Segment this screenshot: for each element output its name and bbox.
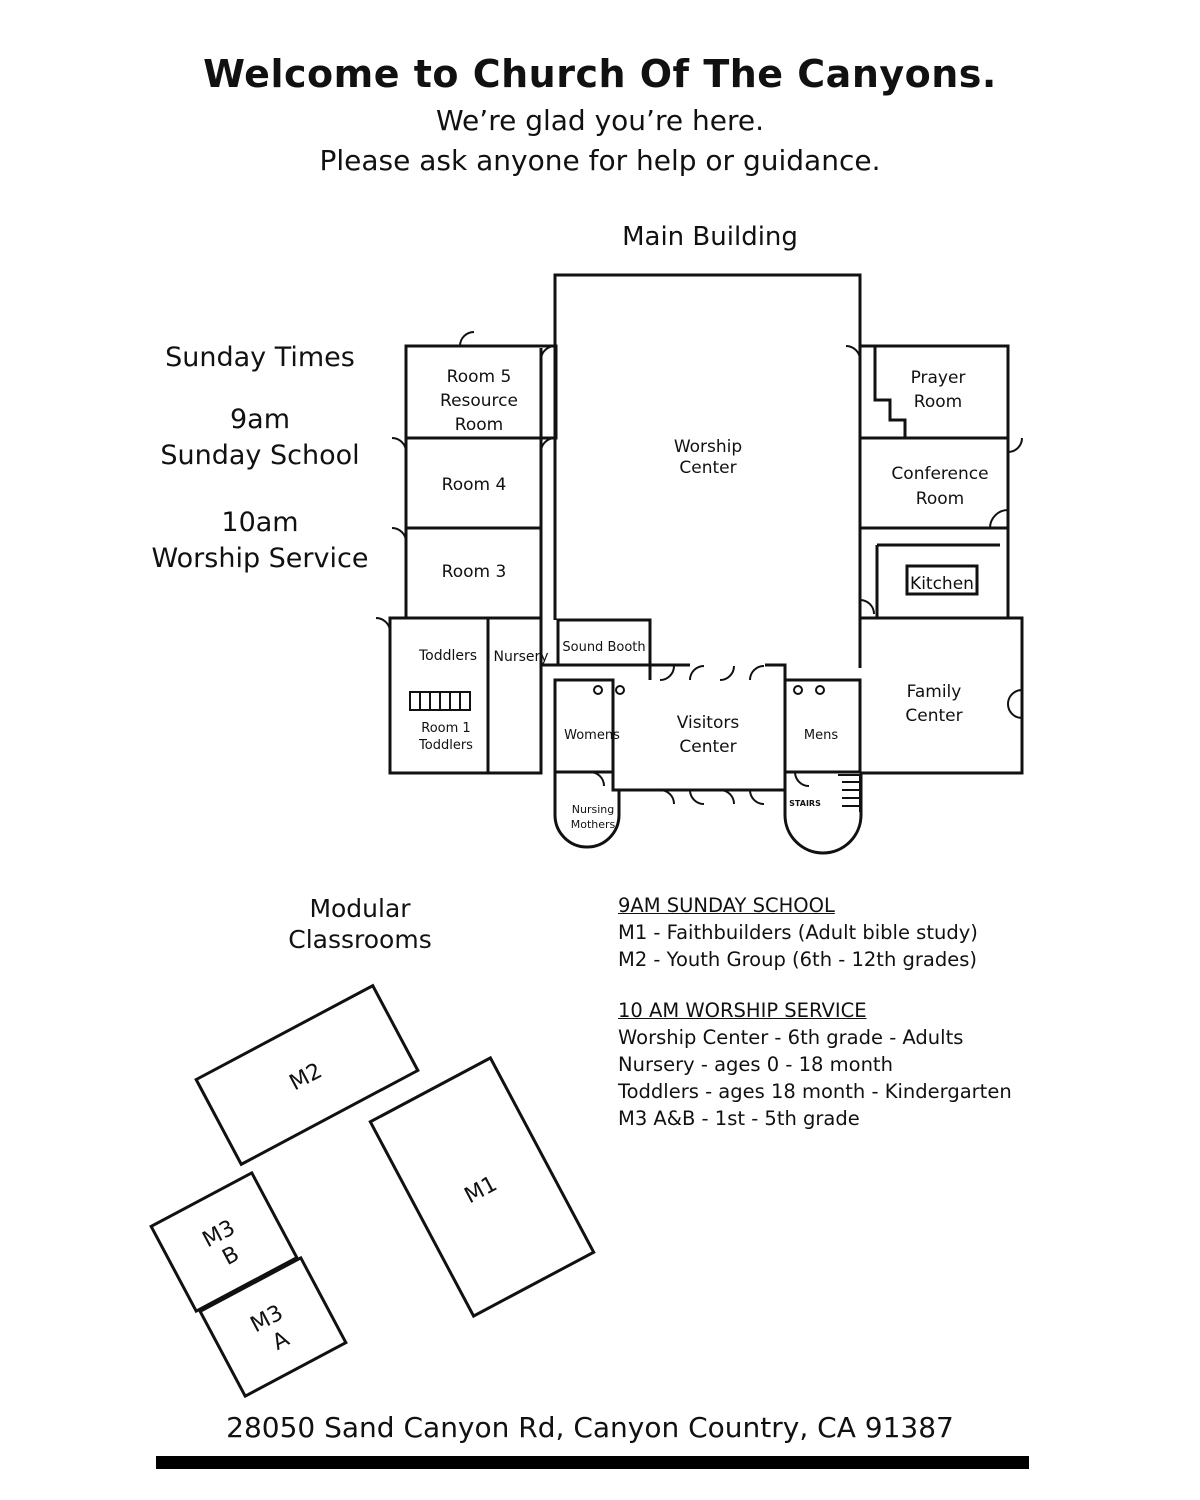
conference-room-label: Conference [891, 464, 988, 484]
m1-classroom [368, 1055, 596, 1319]
toddlers-label: Toddlers [418, 648, 477, 664]
schedule-line: Nursery - ages 0 - 18 month [618, 1053, 893, 1076]
nursing-mothers-label: Nursing [572, 803, 614, 816]
room-5-label: Room [455, 415, 503, 435]
building-walls [388, 273, 1024, 855]
nursing-mothers-label: Mothers [571, 818, 616, 831]
schedule-heading: 9AM SUNDAY SCHOOL [618, 894, 835, 917]
womens-label: Womens [564, 728, 620, 743]
stairs-label: STAIRS [789, 799, 821, 808]
modular-classrooms [149, 983, 596, 1399]
schedule-line: Worship Center - 6th grade - Adults [618, 1026, 964, 1049]
m1-label: M1 [461, 1171, 502, 1209]
m3b-label: B [218, 1242, 243, 1271]
visitors-center-label: Visitors [677, 713, 740, 733]
room-1-label: Room 1 [421, 721, 470, 736]
m2-classroom [194, 983, 420, 1167]
sunday-time-entry: 9am Sunday School [120, 402, 400, 474]
mens-label: Mens [804, 728, 838, 743]
schedule-line: Toddlers - ages 18 month - Kindergarten [618, 1080, 1012, 1103]
room-5-label: Resource [440, 391, 518, 411]
family-center-label: Center [905, 706, 962, 726]
m3b-classroom [149, 1170, 299, 1314]
room-3-label: Room 3 [442, 562, 507, 582]
worship-center-label: Center [679, 458, 736, 478]
sunday-event: Sunday School [160, 440, 360, 471]
main-building-label: Main Building [622, 222, 798, 252]
door-swings [375, 331, 1023, 805]
m2-label: M2 [286, 1058, 327, 1096]
church-address: 28050 Sand Canyon Rd, Canyon Country, CA… [226, 1411, 954, 1444]
sunday-times-heading: Sunday Times [165, 342, 355, 373]
schedule-line: M1 - Faithbuilders (Adult bible study) [618, 921, 978, 944]
help-subtitle: Please ask anyone for help or guidance. [319, 144, 881, 177]
room-1-label: Toddlers [418, 738, 473, 753]
sound-booth-label: Sound Booth [562, 640, 645, 655]
modular-labels: M2 M1 M3 B M3 A [199, 1058, 502, 1355]
nursery-label: Nursery [493, 649, 548, 665]
family-center-label: Family [907, 682, 962, 702]
worship-center-label: Worship [674, 437, 742, 457]
footer-rule [156, 1456, 1029, 1469]
welcome-subtitle: We’re glad you’re here. [436, 104, 764, 137]
room-labels: Room 5 Resource Room Room 4 Room 3 Toddl… [418, 367, 989, 831]
worship-service-schedule: 10 AM WORSHIP SERVICE Worship Center - 6… [618, 997, 1012, 1132]
sunday-event: Worship Service [151, 543, 369, 574]
prayer-room-label: Room [914, 392, 962, 412]
m3a-label: A [268, 1327, 293, 1356]
sunday-time: 9am [229, 404, 291, 435]
conference-room-label: Room [916, 489, 964, 509]
fixtures [409, 685, 861, 812]
modular-classrooms-heading: Modular Classrooms [260, 893, 460, 955]
schedule-heading: 10 AM WORSHIP SERVICE [618, 999, 867, 1022]
visitors-center-label: Center [679, 737, 736, 757]
sunday-time: 10am [221, 507, 299, 538]
sunday-time-entry: 10am Worship Service [120, 505, 400, 577]
room-5-label: Room 5 [447, 367, 512, 387]
kitchen-label: Kitchen [910, 574, 974, 594]
m3a-classroom [198, 1255, 348, 1399]
room-4-label: Room 4 [442, 475, 507, 495]
schedule-line: M3 A&B - 1st - 5th grade [618, 1107, 860, 1130]
page-title: Welcome to Church Of The Canyons. [203, 52, 997, 96]
prayer-room-label: Prayer [911, 368, 966, 388]
modular-heading-line: Classrooms [288, 925, 432, 954]
schedule-line: M2 - Youth Group (6th - 12th grades) [618, 948, 977, 971]
modular-heading-line: Modular [309, 894, 411, 923]
sunday-school-schedule: 9AM SUNDAY SCHOOL M1 - Faithbuilders (Ad… [618, 892, 978, 973]
